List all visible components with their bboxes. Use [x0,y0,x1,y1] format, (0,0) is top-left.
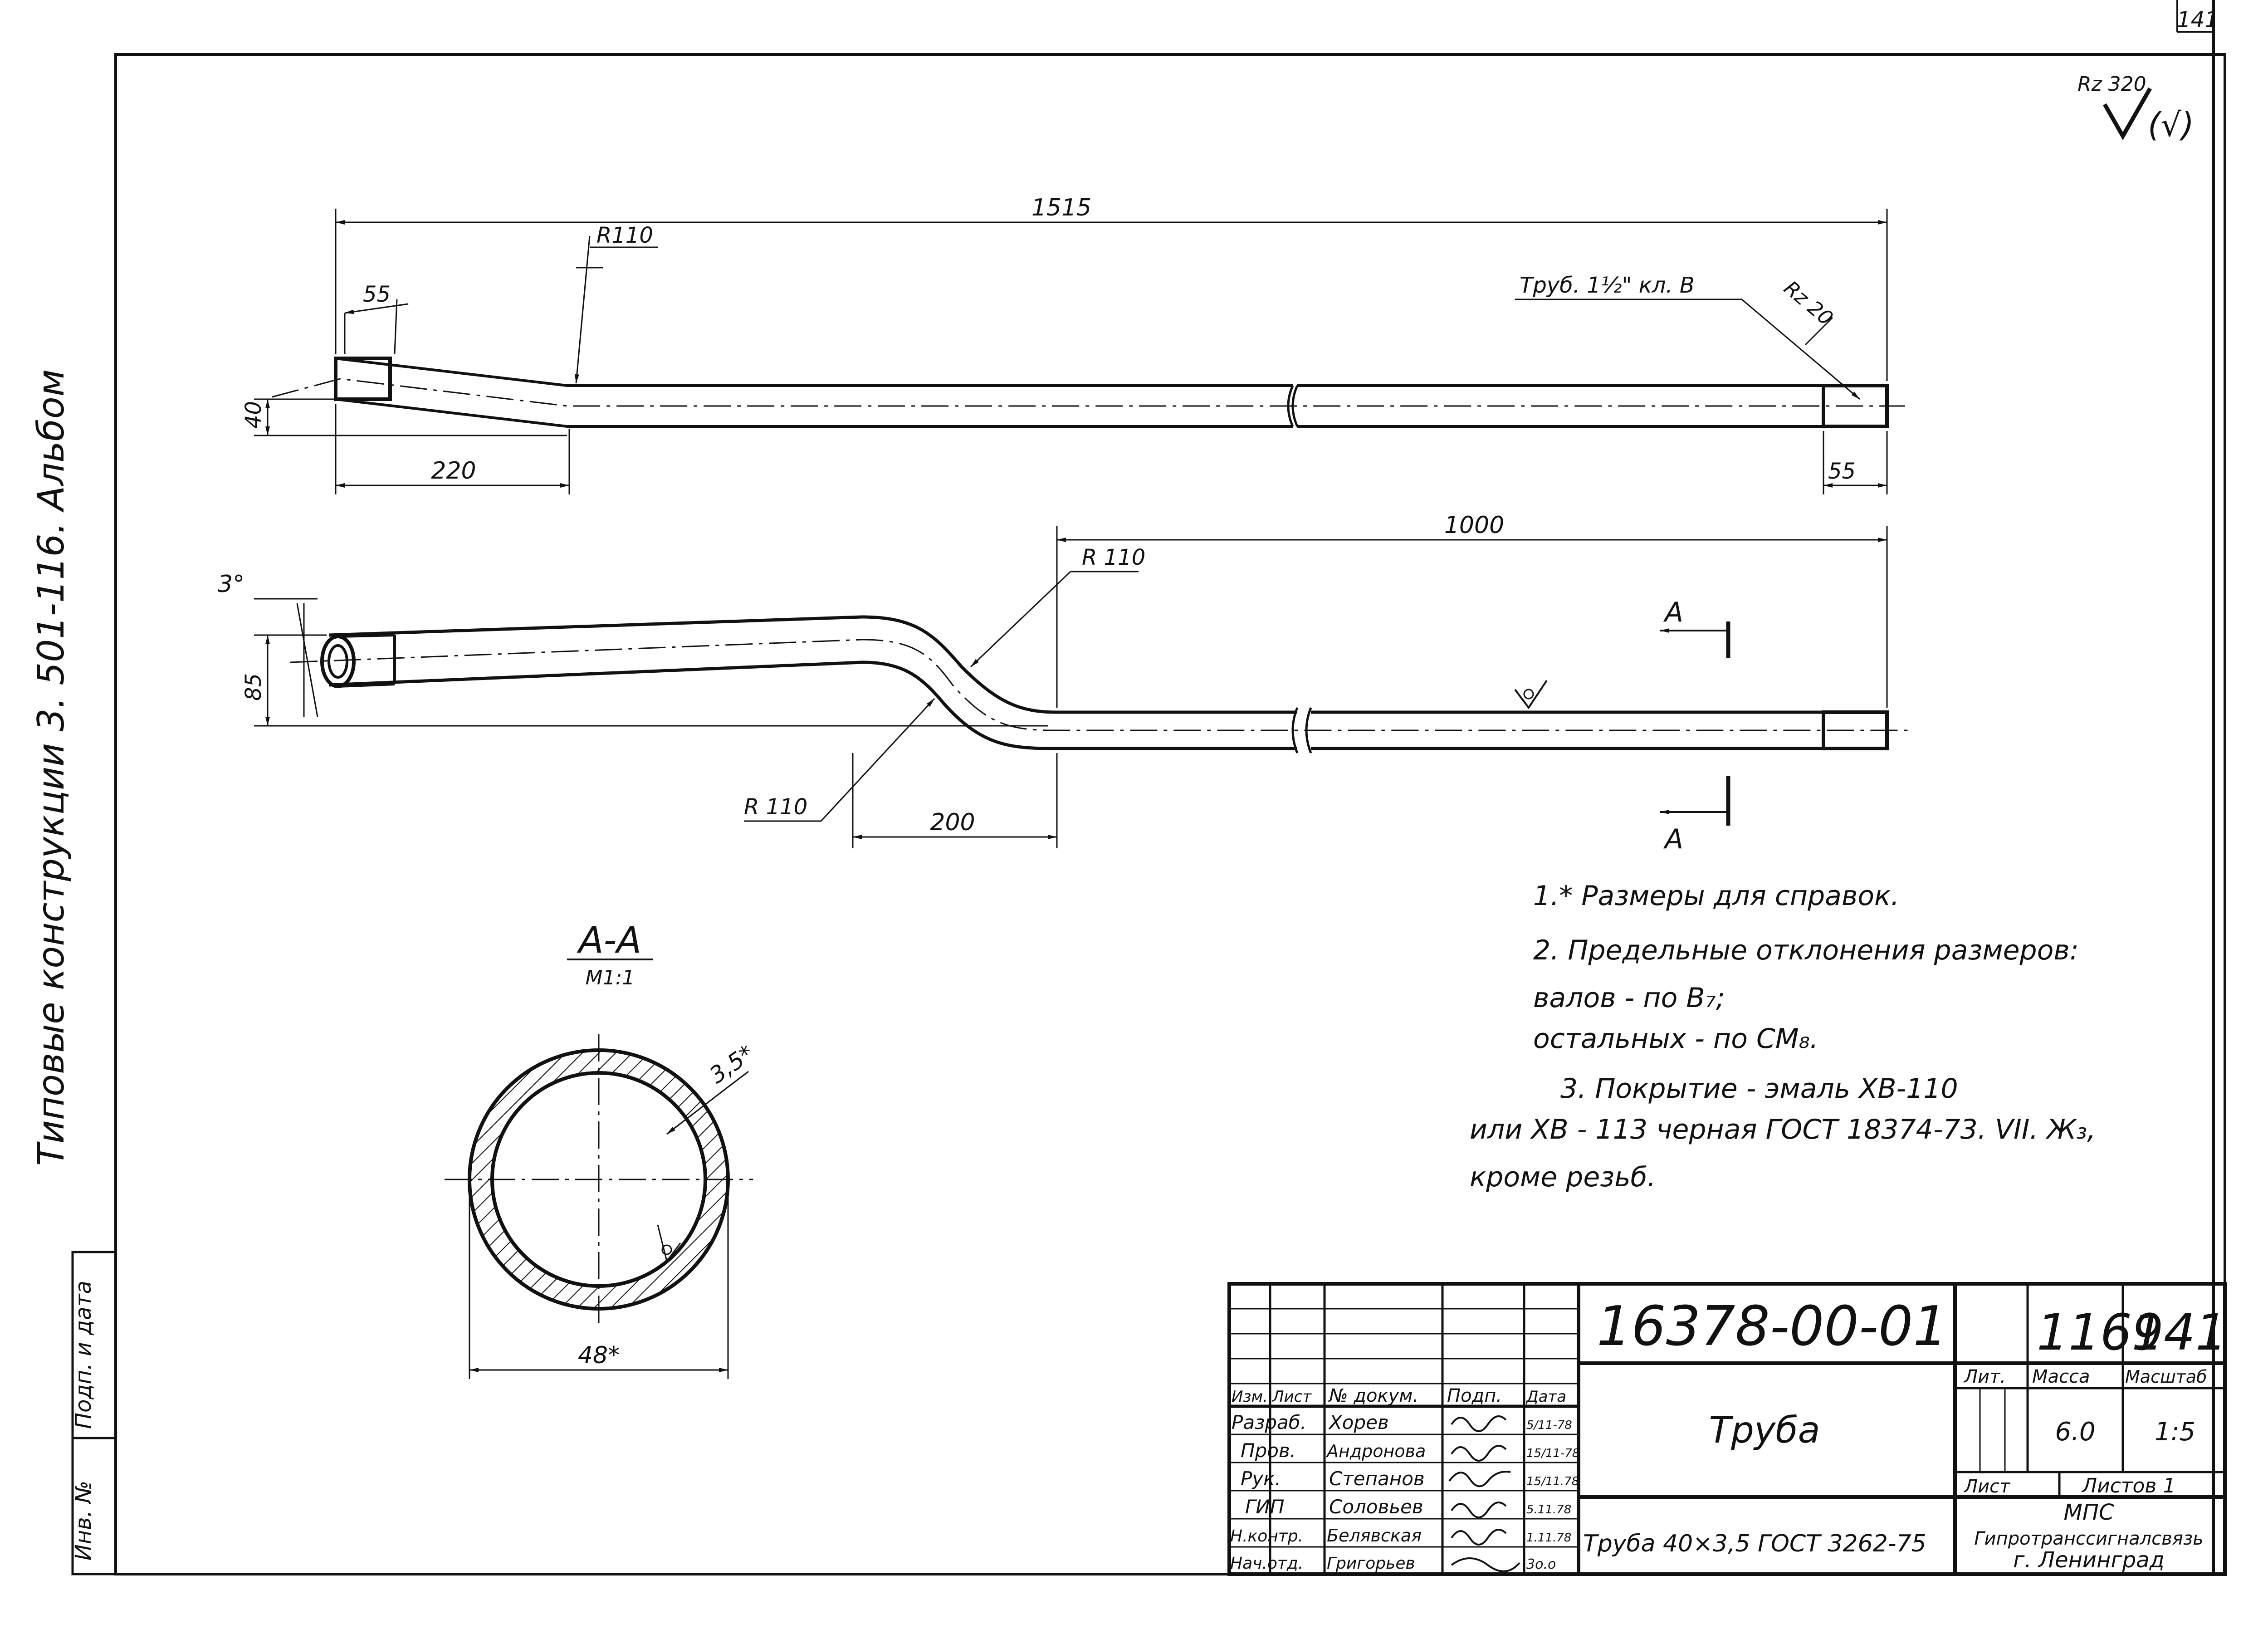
org-city: г. Ленинград [2013,1547,2165,1573]
designation: 16378-00-01 [1597,1295,1948,1358]
sheet-label: Лист [1963,1476,2011,1497]
note-3: 3. Покрытие - эмаль ХВ-110 [1560,1073,1958,1105]
part-material: Труба 40×3,5 ГОСТ 3262-75 [1583,1530,1926,1557]
mass-label: Масса [2032,1366,2090,1387]
dim-55-left: 55 [363,282,391,307]
header-izm: Изм. [1232,1388,1268,1406]
notes: 1.* Размеры для справок. 2. Предельные о… [1470,880,2096,1193]
role-1: Пров. [1241,1439,1296,1462]
date-0: 5/11-78 [1526,1419,1572,1432]
section-mark-top: А [1663,597,1683,628]
surface-finish-value: Rz 320 [2077,73,2146,96]
note-3b: кроме резьб. [1470,1161,1656,1193]
role-2: Рук. [1241,1468,1281,1490]
date-5: 3o.o [1526,1556,1556,1572]
role-0: Разраб. [1232,1411,1306,1433]
org-name: Гипротранссигналсвязь [1974,1528,2203,1549]
sheets-label: Листов 1 [2081,1474,2175,1497]
corner-page-number: 141 [2177,7,2219,33]
role-3: ГИП [1245,1496,1284,1518]
header-doc: № докум. [1328,1385,1418,1406]
dim-r110-top: R110 [596,223,653,248]
top-view: 1515 R110 55 40 220 55 Труб. 1½" кл. В R… [241,194,1905,494]
role-5: Нач.отд. [1230,1554,1303,1573]
header-sign: Подп. [1447,1385,1502,1406]
dim-1000: 1000 [1444,512,1504,539]
title-block: Изм. Лист № докум. Подп. Дата Разраб. Хо… [1227,1282,2227,1576]
sign-date-label: Подп. и дата [71,1281,96,1429]
front-view: 1000 R 110 R 110 200 85 3° А [218,512,1914,855]
date-1: 15/11-78 [1526,1447,1579,1460]
mass-value: 6.0 [2055,1417,2095,1447]
lit-label: Лит. [1963,1366,2006,1387]
note-3a: или ХВ - 113 черная ГОСТ 18374-73. VII. … [1470,1114,2096,1145]
inv-number-label: Инв. № [71,1481,96,1561]
scale-label: Масштаб [2125,1367,2207,1387]
dim-220: 220 [431,457,476,484]
surface-finish-symbol: Rz 320 (√) [2077,73,2194,144]
pipe-spec-label: Труб. 1½" кл. В [1520,273,1695,298]
name-1: Андронова [1325,1441,1426,1461]
dim-r110-front-top: R 110 [1082,545,1145,570]
dim-85: 85 [241,673,266,701]
note-2b: остальных - по СМ₈. [1533,1023,1818,1055]
dim-200: 200 [930,809,975,836]
section-a-a: А-А М1:1 3,5* 48* [445,919,759,1379]
section-mark-bottom: А [1663,823,1683,855]
name-3: Соловьев [1329,1496,1423,1518]
org-ministry: МПС [2063,1500,2114,1525]
header-date: Дата [1525,1388,1566,1406]
header-list: Лист [1271,1388,1312,1406]
dim-1515: 1515 [1031,194,1091,221]
code-2: 141 [2132,1303,2227,1361]
name-2: Степанов [1329,1468,1425,1490]
signatures [1448,1415,1520,1572]
name-0: Хорев [1328,1411,1389,1433]
name-4: Белявская [1327,1526,1422,1546]
date-2: 15/11.78 [1526,1475,1579,1488]
dim-diameter: 48* [578,1342,620,1369]
note-1: 1.* Размеры для справок. [1533,880,1899,912]
surface-finish-bracket: (√) [2148,106,2194,144]
role-4: Н.контр. [1230,1527,1303,1546]
date-3: 5.11.78 [1526,1503,1571,1517]
side-stamp: Подп. и дата Инв. № [71,1251,117,1575]
dim-angle-3: 3° [218,571,244,598]
name-5: Григорьев [1327,1554,1415,1573]
scale-value: 1:5 [2155,1417,2195,1447]
date-4: 1.11.78 [1526,1531,1571,1545]
note-2a: валов - по В₇; [1533,982,1725,1014]
dim-55-right: 55 [1828,459,1856,484]
code-1: 1169 [2037,1303,2164,1361]
note-2: 2. Предельные отклонения размеров: [1533,934,2079,966]
side-album-text: Типовые конструкции 3. 501-116. Альбом [30,369,72,1166]
dim-r110-front-bottom: R 110 [744,794,807,820]
section-scale: М1:1 [586,966,635,989]
part-name: Труба [1709,1409,1820,1451]
dim-40: 40 [241,401,266,429]
section-title: А-А [577,919,641,961]
